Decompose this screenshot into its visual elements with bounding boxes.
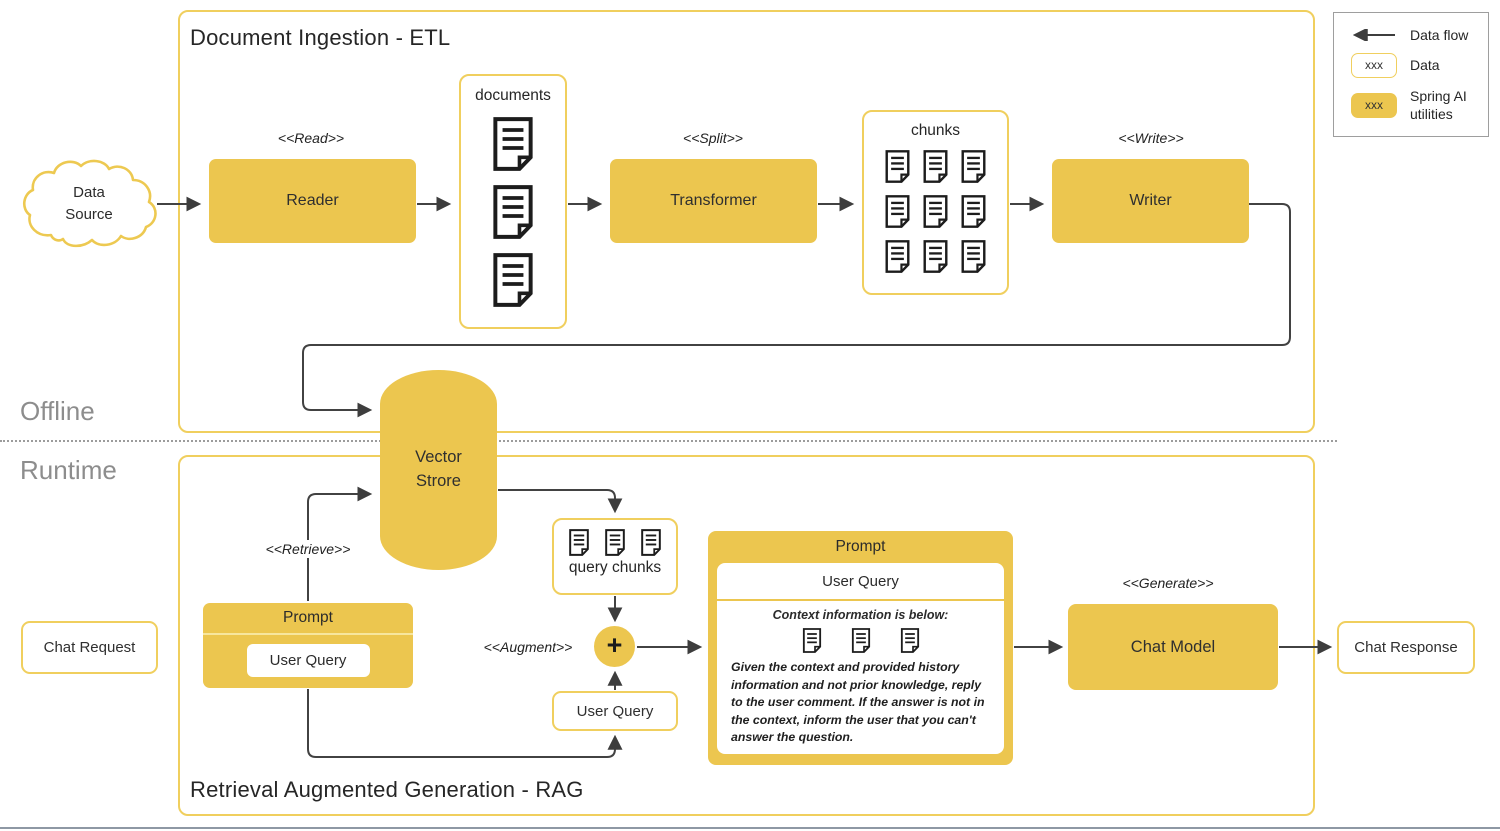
document-icon [491,185,535,239]
bottom-divider-bar [0,827,1500,829]
query-chunks-box: query chunks [552,518,678,595]
offline-label: Offline [20,396,95,426]
spring-sample-box: xxx [1351,92,1397,118]
prompt-large-title: Prompt [835,538,886,555]
legend-row-data: xxx Data [1351,52,1488,78]
chat-response-node: Chat Response [1337,621,1475,674]
transformer-node: Transformer [610,159,817,243]
user-query-node: User Query [552,691,678,731]
chunks-icons [884,150,987,273]
documents-box: documents [459,74,567,329]
write-stereotype: <<Write>> [1118,130,1184,146]
plus-icon: + [606,629,623,660]
reader-node: Reader [209,159,416,243]
prompt-small-node: Prompt User Query [203,603,413,688]
retrieve-stereotype: <<Retrieve>> [233,540,383,558]
document-icon [604,529,626,556]
document-icon [960,150,987,183]
document-icon [491,253,535,307]
document-icon [922,240,949,273]
split-stereotype: <<Split>> [683,130,743,146]
data-sample-box: xxx [1351,52,1397,78]
document-icon [884,150,911,183]
context-icons [717,628,1004,653]
read-stereotype: <<Read>> [277,130,345,146]
vector-store-node: Vector Strore [380,370,497,570]
prompt-small-title: Prompt [203,603,413,635]
document-icon [802,628,822,653]
prompt-large-body: User Query Context information is below:… [717,563,1004,754]
prompt-large-user-query: User Query [717,563,1004,601]
document-icon [851,628,871,653]
document-icon [640,529,662,556]
documents-icons [491,117,535,307]
cloud-icon [23,159,157,248]
document-icon [884,195,911,228]
data-flow-arrow-icon [1352,28,1395,41]
context-heading: Context information is below: [772,608,949,622]
legend-data-label: Data [1410,57,1440,74]
document-icon [922,150,949,183]
augment-plus-node: + [594,626,635,667]
data-source-node: Data Source [20,156,158,252]
offline-runtime-divider [0,440,1337,442]
prompt-small-user-query: User Query [246,644,370,677]
query-chunks-icons [568,529,662,556]
legend-row-data-flow: Data flow [1351,26,1488,44]
chunks-box: chunks [862,110,1009,295]
chat-request-node: Chat Request [21,621,158,674]
document-icon [960,240,987,273]
document-icon [884,240,911,273]
document-icon [960,195,987,228]
legend-row-spring: xxx Spring AI utilities [1351,87,1488,123]
augment-stereotype: <<Augment>> [483,639,573,655]
document-icon [922,195,949,228]
document-icon [491,117,535,171]
data-source-label: Data Source [65,183,113,224]
runtime-label: Runtime [20,455,117,485]
query-chunks-label: query chunks [568,559,662,576]
etl-section-container [178,10,1315,433]
documents-label: documents [475,87,551,104]
prompt-instructions: Given the context and provided history i… [731,660,985,745]
chunks-label: chunks [910,122,961,139]
legend: Data flow xxx Data xxx Spring AI utiliti… [1333,12,1489,137]
rag-section-title: Retrieval Augmented Generation - RAG [190,777,584,802]
prompt-large-node: Prompt User Query Context information is… [708,531,1013,765]
generate-stereotype: <<Generate>> [1122,575,1214,591]
legend-data-flow-label: Data flow [1410,26,1469,43]
rag-section-container [178,455,1315,816]
document-icon [568,529,590,556]
chat-model-node: Chat Model [1068,604,1278,690]
writer-node: Writer [1052,159,1249,243]
legend-spring-label: Spring AI utilities [1410,87,1467,123]
document-icon [900,628,920,653]
etl-section-title: Document Ingestion - ETL [190,25,451,50]
